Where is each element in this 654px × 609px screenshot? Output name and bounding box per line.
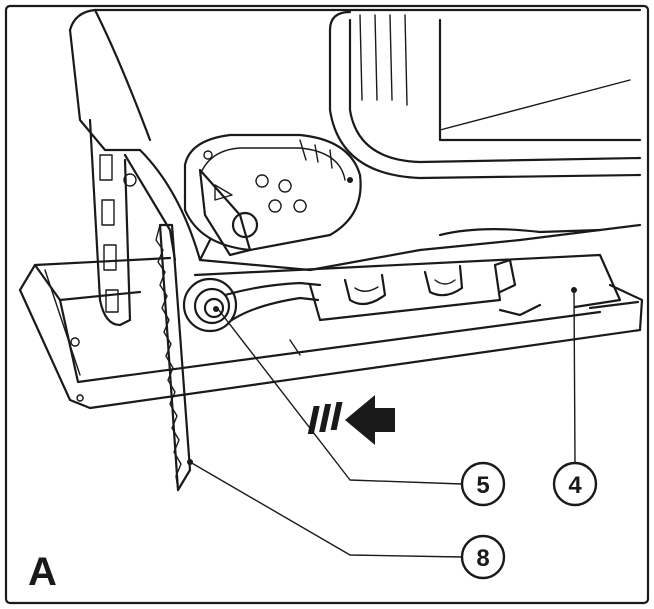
callout-5-label: 5 <box>476 472 489 499</box>
stroke-selector-knob <box>183 133 362 257</box>
direction-arrow-icon <box>307 395 395 445</box>
callout-8-label: 8 <box>476 545 489 572</box>
callout-4-label: 4 <box>568 472 582 499</box>
base-slots <box>308 258 517 322</box>
callout-5: 5 <box>460 461 506 507</box>
hex-key-lever <box>182 277 322 333</box>
figure-frame <box>4 4 650 605</box>
base-plate <box>18 253 644 410</box>
callout-8: 8 <box>460 534 506 580</box>
leader-line-5 <box>217 308 463 485</box>
jigsaw-housing <box>68 8 642 272</box>
figure-letter: A <box>28 550 57 594</box>
leader-line-4 <box>573 289 576 463</box>
saw-blade <box>155 223 192 492</box>
leader-line-8 <box>189 461 463 558</box>
callout-4: 4 <box>552 461 598 507</box>
